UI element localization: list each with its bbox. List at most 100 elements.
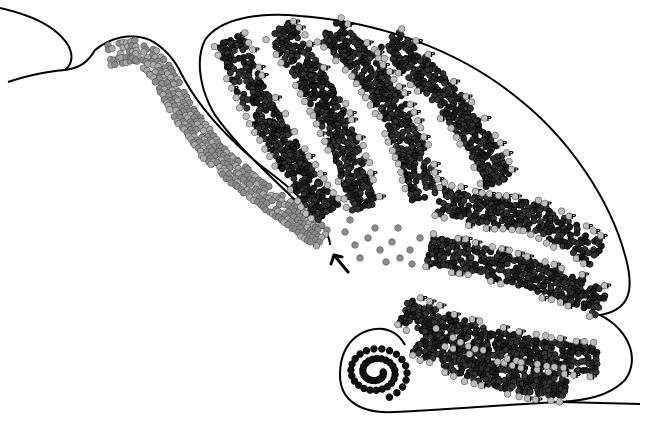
external-granule-cell [208,161,215,168]
purkinje-cell-label: P [476,164,481,172]
granule-cell [432,190,438,196]
purkinje-cell-label: P [442,303,447,311]
granule-cell [422,194,428,200]
purkinje-cell-label: P [404,177,409,185]
nucleus-cell [357,351,364,358]
purkinje-cell [417,125,424,132]
purkinje-cell-label: P [326,65,331,73]
purkinje-cell [245,39,252,46]
purkinje-cell [476,318,483,325]
migrating-cell [342,229,349,236]
purkinje-cell-label: P [509,150,514,158]
granule-cell [224,64,230,70]
purkinje-cell [516,393,523,400]
external-granule-cell [109,45,116,52]
purkinje-cell-label: P [547,200,552,208]
granule-cell [431,239,437,245]
granule-cell [489,181,495,187]
external-granule-cell [132,57,139,64]
purkinje-cell [495,192,502,199]
granule-cell [536,212,542,218]
purkinje-cell [410,352,417,359]
purkinje-cell [545,369,552,376]
purkinje-cell-label: P [390,139,395,147]
purkinje-cell [533,331,540,338]
migrating-cell [372,225,379,232]
purkinje-cell [321,176,328,183]
granule-cell [397,138,403,144]
nucleus-cell [394,389,401,396]
purkinje-cell [536,235,543,242]
purkinje-cell [556,399,563,406]
brainstem-outline [0,8,71,82]
purkinje-cell [528,231,535,238]
granule-cell [445,250,451,256]
purkinje-cell [417,357,424,364]
purkinje-cell [548,296,555,303]
nucleus-cell [386,347,393,354]
migrating-cell [407,247,414,254]
purkinje-cell [457,141,464,148]
granule-cell [569,350,575,356]
purkinje-cell-label: P [373,102,378,110]
purkinje-cell [314,39,321,46]
purkinje-cell-label: P [407,186,412,194]
purkinje-cell [236,105,243,112]
purkinje-cell [548,335,555,342]
granule-cell [231,47,237,53]
purkinje-cell-label: P [426,134,431,142]
purkinje-cell [471,380,478,387]
purkinje-cell-label: P [586,261,591,269]
granule-cell [579,240,585,246]
purkinje-cell-label: P [592,374,597,382]
purkinje-cell [450,334,457,341]
purkinje-cell [450,373,457,380]
migrating-cell [357,255,364,262]
granule-cell [490,332,496,338]
granule-cell [333,20,339,26]
granule-cell [562,388,568,394]
purkinje-cell [558,265,565,272]
purkinje-cell-label: P [603,233,608,241]
purkinje-cell-label: P [517,193,522,201]
purkinje-cell [461,378,468,385]
purkinje-cell-label: P [420,88,425,96]
purkinje-cell [301,98,308,105]
purkinje-cell-label: P [428,264,433,272]
purkinje-cell [506,247,513,254]
purkinje-cell [263,36,270,43]
granule-cell [458,370,464,376]
purkinje-cell [551,364,558,371]
purkinje-cell [358,89,365,96]
purkinje-cell-label: P [255,47,260,55]
purkinje-cell-label: P [382,114,387,122]
purkinje-cell-label: P [418,38,423,46]
purkinje-cell-label: P [529,254,534,262]
purkinje-cell-label: P [234,85,239,93]
purkinje-cell [448,125,455,132]
purkinje-cell [324,182,331,189]
purkinje-cell [581,338,588,345]
nucleus-cell [371,346,378,353]
purkinje-cell [534,361,541,368]
migrating-cell [383,259,390,266]
purkinje-cell [489,244,496,251]
granule-cell [583,367,589,373]
purkinje-cell-label: P [257,129,262,137]
purkinje-cell [302,32,309,39]
nucleus-cell [404,370,411,377]
migrating-cell [377,247,384,254]
granule-cell [332,38,338,44]
granule-cell [504,261,510,267]
purkinje-cell [542,259,549,266]
purkinje-cell [242,30,249,37]
purkinje-cell [341,196,348,203]
purkinje-cell [466,351,473,358]
purkinje-cell [403,327,410,334]
external-granule-cell [132,37,139,44]
purkinje-cell [267,153,274,160]
granule-cell [523,199,529,205]
nucleus-cell [378,346,385,353]
granule-cell [575,351,581,357]
nucleus-cell [367,387,374,394]
